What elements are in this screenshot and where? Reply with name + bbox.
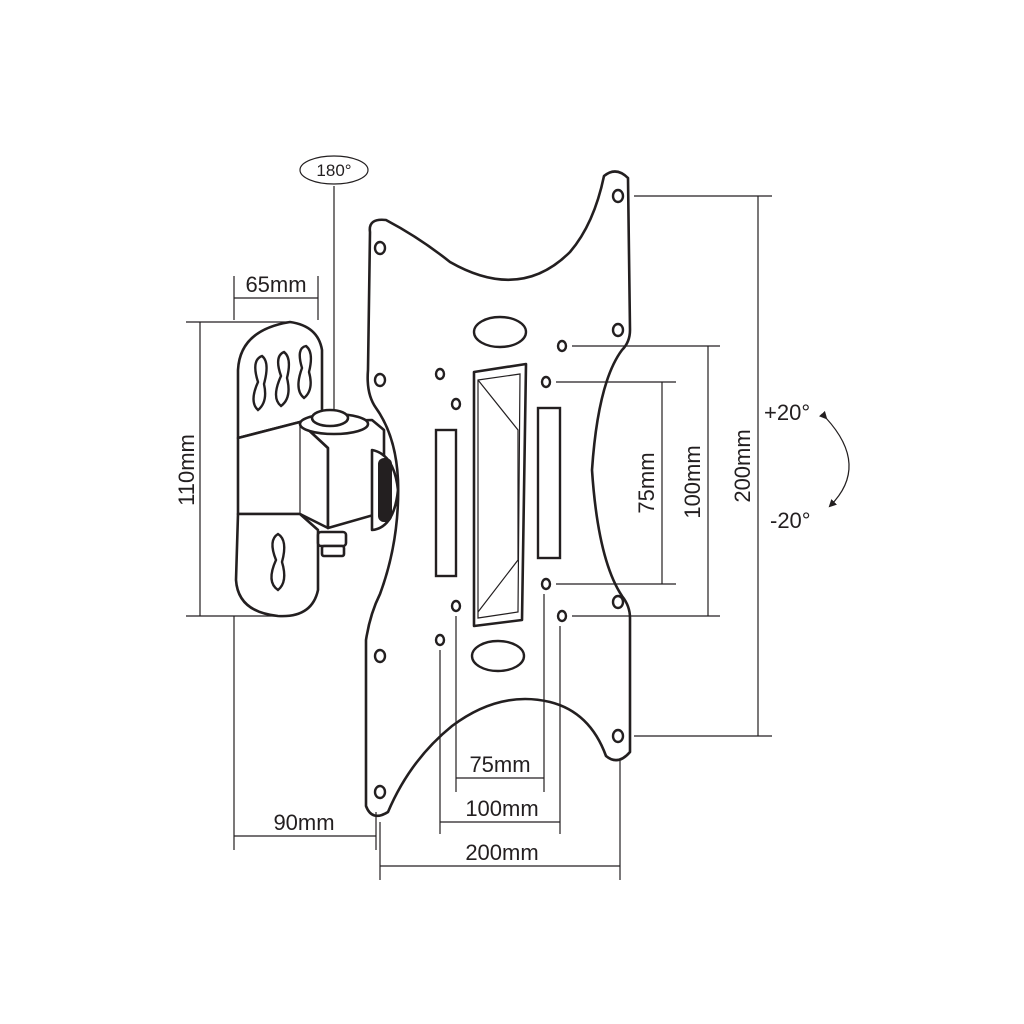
width-100-label: 100mm <box>465 796 538 821</box>
width-200-label: 200mm <box>465 840 538 865</box>
bracket-height-label: 110mm <box>174 434 199 506</box>
tilt-down-label: -20° <box>770 508 811 533</box>
tilt-up-label: +20° <box>764 400 810 425</box>
depth-label: 90mm <box>273 810 334 835</box>
rotation-label: 180° <box>316 161 351 180</box>
width-75-label: 75mm <box>469 752 530 777</box>
bracket-width-label: 65mm <box>245 272 306 297</box>
rotation-indicator: 180° <box>299 155 369 410</box>
dimension-lines <box>186 195 772 880</box>
wall-bracket <box>234 320 400 618</box>
height-75-label: 75mm <box>634 452 659 513</box>
tilt-indicator: +20° -20° <box>764 400 850 533</box>
vesa-plate <box>364 170 632 818</box>
height-200-label: 200mm <box>730 429 755 502</box>
height-100-label: 100mm <box>680 445 705 518</box>
